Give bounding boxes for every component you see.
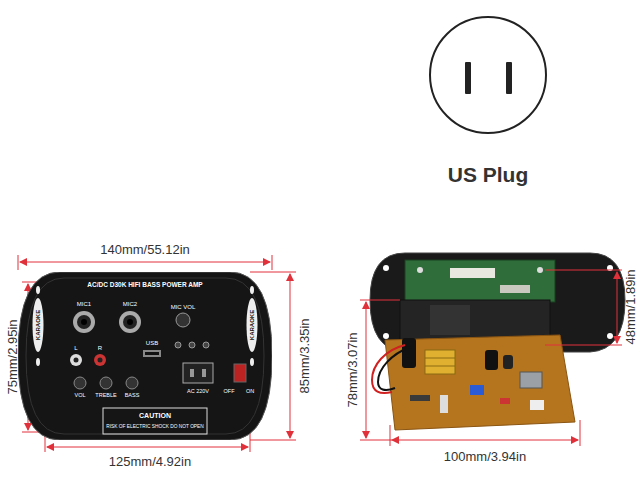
plug-caption: US Plug [448,164,529,185]
dimension: 100mm/3.94in [444,450,526,463]
switch-label: OFF [224,389,235,395]
karaoke-badge: KARAOKE [249,310,255,340]
caution-text: RISK OF ELECTRIC SHOCK DO NOT OPEN [106,425,203,430]
jack-label: L [74,345,77,351]
jack-label: R [98,345,102,351]
socket-label: AC 220V [187,389,209,395]
caution-heading: CAUTION [139,412,171,419]
knob-label: VOL [74,393,85,399]
jack-label: MIC2 [123,301,137,307]
knob-label: BASS [125,393,140,399]
panel-title: AC/DC D30K HIFI BASS POWER AMP [18,282,272,289]
jack-label: MIC1 [77,301,91,307]
dimension: 85mm/3.35in [298,318,311,393]
knob-label: MIC VOL [171,304,196,310]
dimension: 48mm/1.89in [624,269,637,344]
port-label: USB [146,340,158,346]
dimension: 75mm/2.95in [6,319,19,394]
switch-label: ON [246,389,254,395]
karaoke-badge: KARAOKE [35,310,41,340]
knob-label: TREBLE [95,393,116,399]
dimension: 125mm/4.92in [109,455,191,468]
dimension: 140mm/55.12in [100,243,190,256]
dimension: 78mm/3.07in [346,332,359,407]
